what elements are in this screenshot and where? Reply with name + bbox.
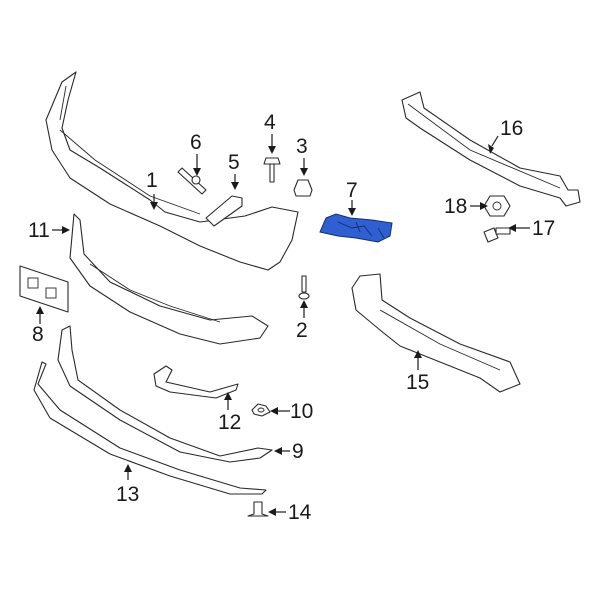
- callout-16[interactable]: 16: [500, 117, 524, 140]
- callout-17[interactable]: 17: [532, 217, 556, 240]
- clip-part-10[interactable]: [251, 403, 271, 417]
- callout-8[interactable]: 8: [32, 323, 44, 346]
- callout-15[interactable]: 15: [406, 371, 430, 394]
- callout-1[interactable]: 1: [146, 169, 158, 192]
- trim-strip-part-12[interactable]: [153, 365, 239, 399]
- callout-5[interactable]: 5: [228, 151, 240, 174]
- push-pin-part-6[interactable]: [177, 167, 207, 195]
- callout-11[interactable]: 11: [28, 219, 50, 242]
- flange-nut-part-18[interactable]: [483, 195, 511, 217]
- screw-part-2[interactable]: [298, 275, 310, 300]
- callout-14[interactable]: 14: [288, 501, 312, 524]
- bumper-cover-part-1[interactable]: [45, 71, 299, 271]
- molding-part-13[interactable]: [33, 361, 267, 495]
- callout-9[interactable]: 9: [292, 440, 304, 463]
- callout-4[interactable]: 4: [264, 111, 276, 134]
- callout-18[interactable]: 18: [444, 195, 468, 218]
- bracket-part-5[interactable]: [205, 195, 243, 227]
- bolt-part-17[interactable]: [483, 227, 511, 243]
- energy-absorber-part-15[interactable]: [351, 273, 521, 393]
- callout-13[interactable]: 13: [116, 483, 140, 506]
- license-bracket-part-8[interactable]: [19, 265, 69, 313]
- lower-valance-part-9[interactable]: [57, 325, 273, 463]
- reinforcement-beam-part-16[interactable]: [401, 91, 581, 207]
- callout-12[interactable]: 12: [218, 411, 242, 434]
- callout-3[interactable]: 3: [296, 135, 308, 158]
- callout-6[interactable]: 6: [190, 131, 202, 154]
- callout-2[interactable]: 2: [296, 319, 308, 342]
- bracket-part-7-highlighted[interactable]: [319, 213, 393, 243]
- callout-10[interactable]: 10: [290, 400, 314, 423]
- bolt-part-4[interactable]: [263, 157, 281, 183]
- leader-arrows: [36, 134, 530, 516]
- callout-7[interactable]: 7: [346, 179, 358, 202]
- clip-part-14[interactable]: [247, 501, 269, 517]
- lower-grille-part-11[interactable]: [69, 213, 269, 345]
- nut-part-3[interactable]: [293, 179, 313, 197]
